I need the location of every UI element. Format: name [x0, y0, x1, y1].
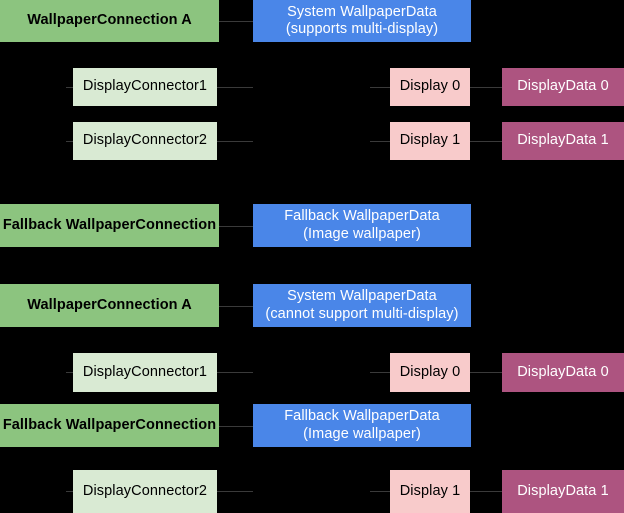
connector-line: [470, 87, 502, 88]
node-display-1-bottom[interactable]: Display 1: [390, 470, 470, 513]
node-display-data-0-top[interactable]: DisplayData 0: [502, 68, 624, 106]
connector-line: [470, 491, 502, 492]
connector-line: [217, 141, 253, 142]
connector-line: [219, 306, 253, 307]
node-display-data-0-bottom[interactable]: DisplayData 0: [502, 353, 624, 392]
connector-line: [217, 372, 253, 373]
node-system-wallpaperdata-supports[interactable]: System WallpaperData (supports multi-dis…: [253, 0, 471, 42]
node-display-0-top[interactable]: Display 0: [390, 68, 470, 106]
connector-line: [370, 372, 391, 373]
node-display-1-top[interactable]: Display 1: [390, 122, 470, 160]
node-display-connector-2-bottom[interactable]: DisplayConnector2: [73, 470, 217, 513]
node-display-connector-1-bottom[interactable]: DisplayConnector1: [73, 353, 217, 392]
connector-line: [370, 141, 391, 142]
connector-line: [470, 372, 502, 373]
node-display-data-1-bottom[interactable]: DisplayData 1: [502, 470, 624, 513]
node-fallback-wallpaperdata-bottom[interactable]: Fallback WallpaperData (Image wallpaper): [253, 404, 471, 447]
node-wallpaper-connection-a-bottom[interactable]: WallpaperConnection A: [0, 284, 219, 327]
connector-line: [219, 226, 253, 227]
node-wallpaper-connection-a-top[interactable]: WallpaperConnection A: [0, 0, 219, 42]
node-fallback-wallpaperdata-top[interactable]: Fallback WallpaperData (Image wallpaper): [253, 204, 471, 247]
node-display-connector-1-top[interactable]: DisplayConnector1: [73, 68, 217, 106]
connector-line: [66, 491, 74, 492]
connector-line: [66, 141, 74, 142]
node-display-0-bottom[interactable]: Display 0: [390, 353, 470, 392]
connector-line: [219, 21, 253, 22]
connector-line: [66, 87, 74, 88]
connector-line: [217, 87, 253, 88]
node-fallback-wallpaper-connection-top[interactable]: Fallback WallpaperConnection: [0, 204, 219, 247]
node-display-connector-2-top[interactable]: DisplayConnector2: [73, 122, 217, 160]
connector-line: [370, 491, 391, 492]
node-display-data-1-top[interactable]: DisplayData 1: [502, 122, 624, 160]
connector-line: [219, 426, 253, 427]
connector-line: [370, 87, 391, 88]
connector-line: [66, 372, 74, 373]
node-fallback-wallpaper-connection-bottom[interactable]: Fallback WallpaperConnection: [0, 404, 219, 447]
node-system-wallpaperdata-cannot[interactable]: System WallpaperData (cannot support mul…: [253, 284, 471, 327]
connector-line: [470, 141, 502, 142]
connector-line: [217, 491, 253, 492]
